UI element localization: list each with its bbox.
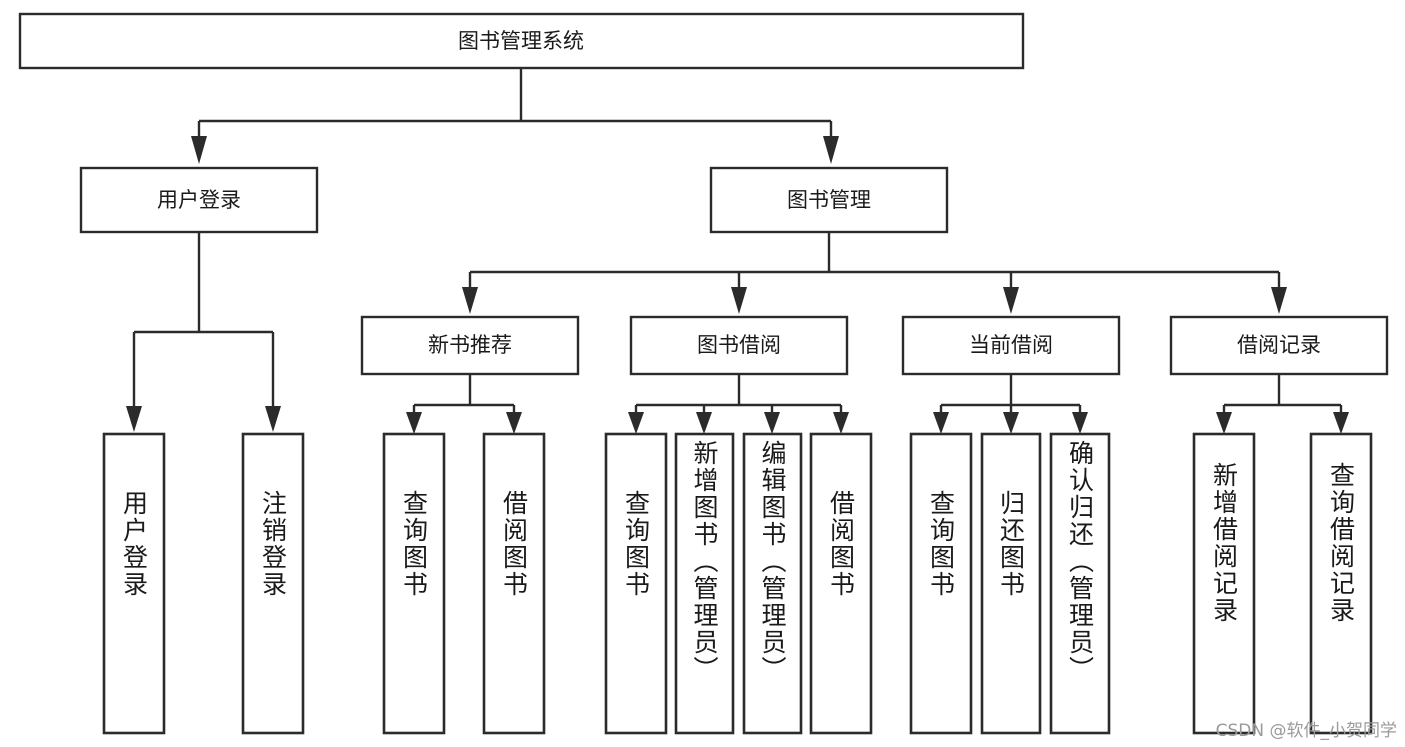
node-new-book-recommend[interactable]: 新书推荐 xyxy=(360,315,580,376)
leaf-box[interactable] xyxy=(241,432,305,735)
connector-borrow-record-to-leaves xyxy=(1216,374,1349,434)
leaf-box[interactable] xyxy=(482,432,546,735)
connector-new-book-to-leaves xyxy=(406,374,522,434)
leaf-box[interactable] xyxy=(980,432,1042,735)
level3-label-new-book: 新书推荐 xyxy=(428,333,512,357)
leaf-box[interactable] xyxy=(1049,432,1111,735)
leaf-box[interactable] xyxy=(604,432,668,735)
arrow-head-icon xyxy=(1333,412,1349,434)
connector-book-borrow-to-leaves xyxy=(628,374,849,434)
node-user-login[interactable]: 用户登录 xyxy=(79,166,319,234)
arrow-head-icon xyxy=(933,412,949,434)
node-book-management[interactable]: 图书管理 xyxy=(709,166,949,234)
level2-box-user-login[interactable] xyxy=(79,166,319,234)
leaf-box[interactable] xyxy=(1309,432,1373,735)
connector-book-management-to-level3 xyxy=(462,232,1287,314)
arrow-head-icon xyxy=(1271,287,1287,314)
arrow-head-icon xyxy=(1072,412,1088,434)
arrow-head-icon xyxy=(265,406,281,432)
watermark: CSDN @软件_小贺同学 xyxy=(1215,721,1397,741)
arrow-head-icon xyxy=(126,406,142,432)
leaf-box[interactable] xyxy=(1192,432,1256,735)
level2-label-book-management: 图书管理 xyxy=(787,188,871,212)
leaf-box[interactable] xyxy=(909,432,973,735)
connector-user-login-to-leaves xyxy=(126,232,281,432)
arrow-head-icon xyxy=(1003,287,1019,314)
node-book-borrow[interactable]: 图书借阅 xyxy=(629,315,849,376)
arrow-head-icon xyxy=(406,412,422,434)
arrow-head-icon xyxy=(191,136,207,164)
node-root[interactable]: 图书管理系统 xyxy=(18,12,1025,70)
node-borrow-record[interactable]: 借阅记录 xyxy=(1169,315,1389,376)
arrow-head-icon xyxy=(764,412,780,434)
arrow-head-icon xyxy=(823,136,839,164)
leaf-box[interactable] xyxy=(809,432,873,735)
arrow-head-icon xyxy=(731,287,747,314)
node-current-borrow[interactable]: 当前借阅 xyxy=(901,315,1121,376)
arrow-head-icon xyxy=(833,412,849,434)
connector-root-to-level2 xyxy=(191,68,839,164)
root-label: 图书管理系统 xyxy=(458,29,584,53)
level2-label-user-login: 用户登录 xyxy=(157,188,241,212)
leaf-box[interactable] xyxy=(674,432,735,735)
arrow-head-icon xyxy=(506,412,522,434)
level3-box-new-book[interactable] xyxy=(360,315,580,376)
level3-label-book-borrow: 图书借阅 xyxy=(697,333,781,357)
leaf-box[interactable] xyxy=(102,432,166,735)
level3-label-current-borrow: 当前借阅 xyxy=(969,333,1053,357)
arrow-head-icon xyxy=(1216,412,1232,434)
arrow-head-icon xyxy=(1003,412,1019,434)
root-box[interactable] xyxy=(18,12,1025,70)
arrow-head-icon xyxy=(462,287,478,314)
arrow-head-icon xyxy=(696,412,712,434)
arrow-head-icon xyxy=(628,412,644,434)
leaf-box[interactable] xyxy=(382,432,446,735)
connector-current-borrow-to-leaves xyxy=(933,374,1088,434)
level3-label-borrow-record: 借阅记录 xyxy=(1237,333,1321,357)
leaf-box[interactable] xyxy=(742,432,803,735)
level3-box-current-borrow[interactable] xyxy=(901,315,1121,376)
